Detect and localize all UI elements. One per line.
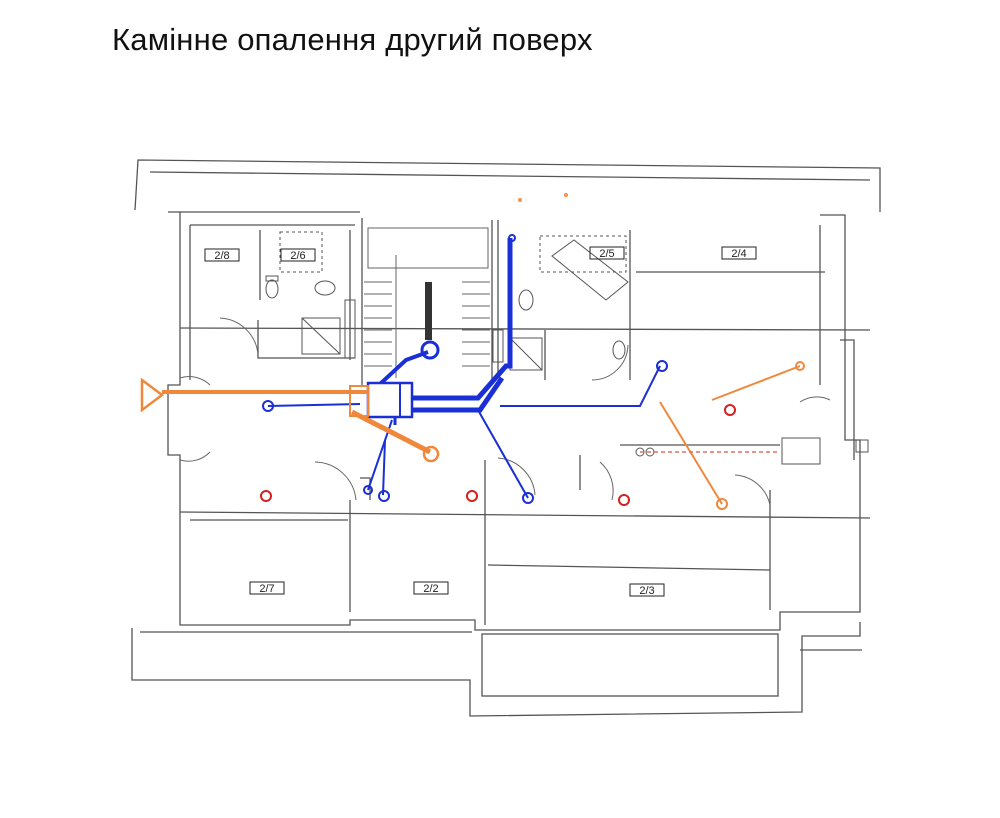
appliance-icon bbox=[855, 439, 869, 453]
hot-outlet-dot bbox=[564, 193, 568, 197]
cold-intake-outlet bbox=[656, 360, 668, 372]
balcony-rail bbox=[481, 633, 779, 697]
cold-intake-outlet bbox=[508, 234, 516, 242]
cold-intake-outlet bbox=[262, 400, 274, 412]
cold-duct-to-corridor bbox=[477, 409, 529, 499]
cold-intake-outlet bbox=[522, 492, 534, 504]
stairs bbox=[364, 227, 490, 378]
heated-outlets bbox=[260, 404, 736, 506]
hot-duct-to-2-3 bbox=[659, 401, 723, 505]
stove-icon bbox=[492, 329, 504, 363]
room-label-2-3: 2/3 bbox=[639, 585, 654, 597]
cold-duct-stub bbox=[378, 350, 429, 386]
room-tag-2-4 bbox=[721, 246, 757, 260]
shower-diagonal bbox=[301, 317, 341, 355]
air-intake-arrow-icon bbox=[140, 377, 165, 413]
shower-tray bbox=[301, 317, 341, 355]
roof-inner-line bbox=[149, 171, 871, 181]
hot-outlet bbox=[716, 498, 728, 510]
fixtures bbox=[265, 231, 869, 465]
corridor-mid-2 bbox=[487, 564, 771, 571]
hot-duct-collector bbox=[349, 385, 369, 417]
page-title: Камінне опалення другий поверх bbox=[112, 22, 593, 57]
dashed-area-2-5 bbox=[539, 235, 627, 273]
wall-bath-bottom bbox=[257, 320, 355, 359]
room-tag-2-2 bbox=[413, 581, 449, 595]
room-labels bbox=[204, 246, 757, 597]
toilet-icon bbox=[518, 289, 534, 311]
shower-diagonal bbox=[509, 337, 543, 371]
room-tag-2-8 bbox=[204, 248, 240, 262]
cold-intake-outlet bbox=[420, 340, 440, 360]
door-swing-right-1 bbox=[799, 396, 831, 403]
dashed-area-2-6 bbox=[279, 231, 323, 273]
room-label-2-8: 2/8 bbox=[214, 250, 229, 262]
room-tag-2-3 bbox=[629, 583, 665, 597]
door-swing-2-2 bbox=[497, 457, 536, 496]
heated-outlet bbox=[466, 490, 478, 502]
door-swing-entry-bottom bbox=[179, 451, 211, 462]
door-swing-kitchen bbox=[591, 344, 629, 381]
door-swings bbox=[179, 317, 831, 506]
balcony-outline bbox=[131, 622, 861, 717]
cold-duct-west bbox=[267, 403, 361, 407]
toilet-icon bbox=[612, 340, 626, 360]
hot-air-ducts bbox=[140, 193, 805, 510]
outer-wall bbox=[167, 211, 861, 631]
roof-outline-top bbox=[134, 159, 881, 212]
room-label-2-7: 2/7 bbox=[259, 583, 274, 595]
hot-outlet-dot bbox=[518, 198, 522, 202]
room-label-2-5: 2/5 bbox=[599, 248, 614, 260]
fireplace-box bbox=[366, 381, 414, 419]
sink-counter bbox=[344, 299, 356, 359]
room-tag-2-7 bbox=[249, 581, 285, 595]
cold-duct-main bbox=[410, 238, 513, 401]
cold-intake-outlet bbox=[378, 490, 390, 502]
stair-rail bbox=[425, 282, 432, 340]
wall-right-column bbox=[840, 339, 855, 460]
room-tag-2-5 bbox=[589, 246, 625, 260]
corridor-mid bbox=[179, 511, 871, 519]
hot-duct-to-2-4 bbox=[711, 365, 801, 401]
door-swing-2-7 bbox=[314, 461, 357, 501]
room-label-2-4: 2/4 bbox=[731, 248, 746, 260]
cold-duct-main-2 bbox=[410, 376, 505, 413]
door-swing-right-2 bbox=[734, 474, 771, 506]
corridor-top bbox=[179, 327, 871, 331]
room-label-2-6: 2/6 bbox=[290, 250, 305, 262]
sink-icon bbox=[314, 280, 336, 296]
heated-outlet bbox=[724, 404, 736, 416]
door-swing-entry-top bbox=[179, 376, 211, 386]
toilet-tank bbox=[265, 275, 279, 282]
door-swing-2-3 bbox=[599, 461, 614, 501]
heated-outlet bbox=[260, 490, 272, 502]
hot-outlet bbox=[795, 361, 805, 371]
toilet-icon bbox=[265, 279, 279, 299]
hot-duct-to-lobby bbox=[350, 409, 432, 455]
bathtub-icon bbox=[551, 239, 629, 301]
cold-duct-to-2-2 bbox=[382, 439, 386, 496]
room-tag-2-6 bbox=[280, 248, 316, 262]
door-swing-2-8 bbox=[219, 317, 259, 356]
heated-outlet bbox=[618, 494, 630, 506]
stair-landing bbox=[367, 227, 489, 269]
cold-intake-outlet bbox=[363, 485, 373, 495]
room-label-2-2: 2/2 bbox=[423, 583, 438, 595]
cold-duct-east bbox=[500, 365, 661, 407]
appliance-icon bbox=[781, 437, 821, 465]
hot-outlet bbox=[422, 445, 440, 463]
walls bbox=[131, 159, 881, 717]
